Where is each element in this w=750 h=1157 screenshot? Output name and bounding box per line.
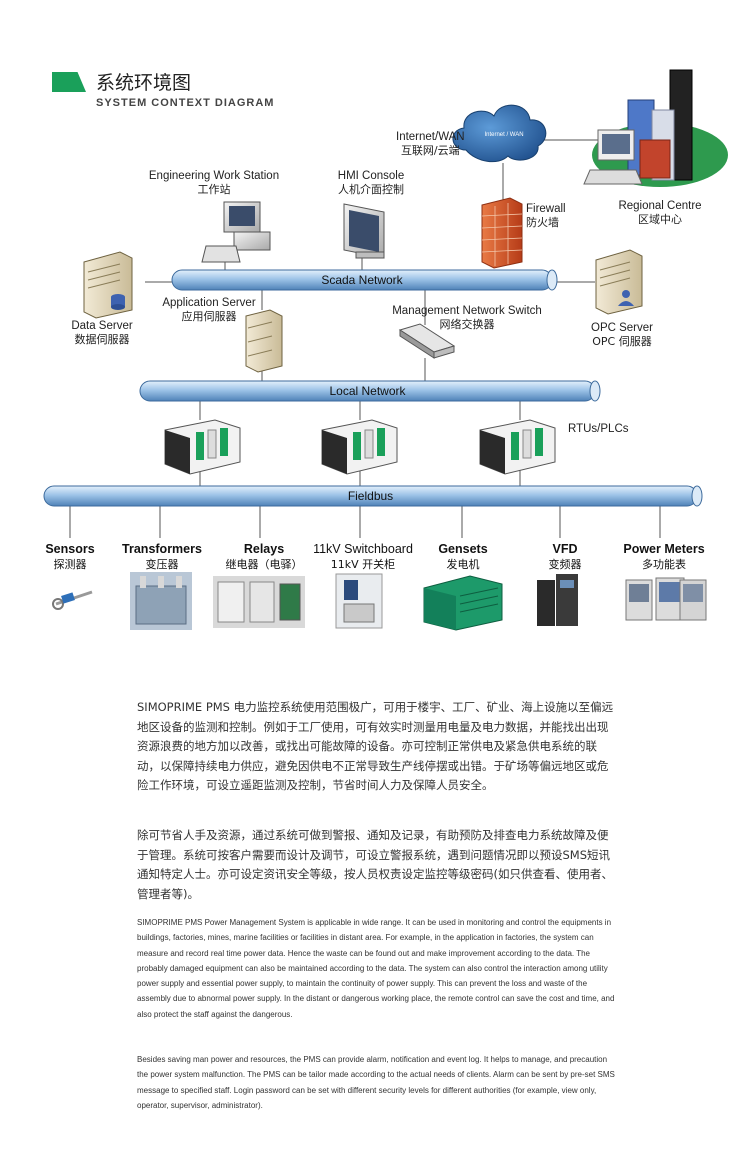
switch-label-en: Management Network Switch	[392, 305, 542, 317]
regional-label-en: Regional Centre	[618, 200, 702, 212]
application-server-icon	[245, 309, 283, 373]
regional-label: Regional Centre 区域中心	[610, 199, 710, 227]
regional-label-cn: 区域中心	[638, 213, 682, 226]
device-relays-cn: 继电器（电驿）	[225, 558, 303, 571]
description-cn-2: 除可节省人手及资源，通过系统可做到警报、通知及记录，有助预防及排查电力系统故障及…	[137, 828, 613, 901]
firewall-icon	[481, 197, 523, 269]
device-relays-en: Relays	[243, 542, 285, 556]
genset-image	[423, 575, 503, 631]
ews-label-cn: 工作站	[197, 183, 231, 196]
local-network-pipe	[139, 380, 601, 402]
opc-server-label-cn: OPC 伺服器	[592, 335, 652, 348]
rtu-plc-unit-3-icon	[479, 419, 556, 475]
app-server-label-cn: 应用伺服器	[181, 310, 237, 323]
device-transformers-cn: 变压器	[145, 558, 179, 571]
device-switchboard: 11kV Switchboard 11kV 开关柜	[303, 542, 423, 572]
device-relays: Relays 继电器（电驿）	[214, 542, 314, 572]
app-server-label-en: Application Server	[162, 297, 256, 309]
switch-label-cn: 网络交换器	[439, 318, 495, 331]
device-power-meters-cn: 多功能表	[642, 558, 686, 571]
cloud-label: Internet / WAN	[484, 132, 524, 138]
data-server-icon	[83, 251, 133, 319]
data-server-label: Data Server 数据伺服器	[62, 319, 142, 347]
opc-server-label: OPC Server OPC 伺服器	[584, 321, 660, 349]
device-sensors-cn: 探测器	[53, 558, 87, 571]
description-cn-1: SIMOPRIME PMS 电力监控系统使用范围极广，可用于楼宇、工厂、矿业、海…	[137, 700, 614, 792]
opc-server-label-en: OPC Server	[591, 322, 653, 334]
device-switchboard-en: 11kV Switchboard	[313, 542, 413, 556]
ews-label-en: Engineering Work Station	[148, 170, 280, 182]
regional-centre-icon	[583, 69, 728, 187]
hmi-console-icon	[343, 203, 385, 259]
page-title-cn: 系统环境图	[96, 72, 192, 94]
rtu-plc-unit-1-icon	[164, 419, 241, 475]
scada-network-pipe	[171, 269, 558, 291]
power-meter-image	[625, 577, 707, 621]
data-server-label-cn: 数据伺服器	[74, 333, 130, 346]
firewall-label-cn: 防火墙	[526, 216, 559, 229]
vfd-image	[537, 574, 578, 626]
relay-image	[213, 576, 305, 628]
firewall-label-en: Firewall	[526, 203, 566, 215]
data-server-label-en: Data Server	[71, 320, 133, 332]
app-server-label: Application Server 应用伺服器	[154, 296, 264, 324]
device-switchboard-cn: 11kV 开关柜	[330, 558, 396, 571]
device-transformers: Transformers 变压器	[112, 542, 212, 572]
rtu-plc-unit-2-icon	[321, 419, 398, 475]
fieldbus-label: Fieldbus	[347, 489, 394, 503]
device-gensets-cn: 发电机	[446, 558, 480, 571]
device-vfd: VFD 变频器	[525, 542, 605, 572]
page-title-en: SYSTEM CONTEXT DIAGRAM	[96, 97, 275, 109]
engineering-workstation-icon	[201, 201, 271, 263]
connection-lines	[69, 139, 661, 538]
device-vfd-cn: 变频器	[548, 558, 582, 571]
device-gensets: Gensets 发电机	[423, 542, 503, 572]
rtus-label: RTUs/PLCs	[568, 423, 629, 435]
internet-label: Internet/WAN 互联网/云端	[396, 130, 465, 158]
device-sensors: Sensors 探测器	[30, 542, 110, 572]
fieldbus-pipe	[43, 485, 703, 507]
sensor-image	[52, 590, 93, 610]
switch-label: Management Network Switch 网络交换器	[383, 304, 551, 332]
firewall-label: Firewall 防火墙	[526, 202, 566, 230]
device-sensors-en: Sensors	[45, 542, 95, 556]
internet-label-cn: 互联网/云端	[400, 144, 460, 157]
device-transformers-en: Transformers	[122, 542, 202, 556]
hmi-label-en: HMI Console	[337, 170, 405, 182]
local-network-label: Local Network	[329, 384, 406, 398]
transformer-image	[130, 572, 192, 630]
hmi-label-cn: 人机介面控制	[338, 183, 404, 196]
ews-label: Engineering Work Station 工作站	[140, 169, 288, 197]
device-gensets-en: Gensets	[438, 542, 488, 556]
device-power-meters-en: Power Meters	[623, 542, 705, 556]
header-accent-tab	[52, 72, 86, 92]
device-power-meters: Power Meters 多功能表	[612, 542, 716, 572]
switchboard-image	[335, 573, 383, 629]
system-diagram	[43, 69, 728, 631]
device-vfd-en: VFD	[552, 542, 578, 556]
internet-cloud-icon	[452, 104, 547, 163]
opc-server-icon	[595, 249, 643, 315]
description-en-1: SIMOPRIME PMS Power Management System is…	[137, 918, 615, 1019]
scada-network-label: Scada Network	[321, 273, 403, 287]
description-en-2: Besides saving man power and resources, …	[137, 1055, 615, 1110]
hmi-label: HMI Console 人机介面控制	[326, 169, 416, 197]
internet-label-en: Internet/WAN	[396, 131, 465, 143]
network-switch-icon	[398, 323, 456, 359]
